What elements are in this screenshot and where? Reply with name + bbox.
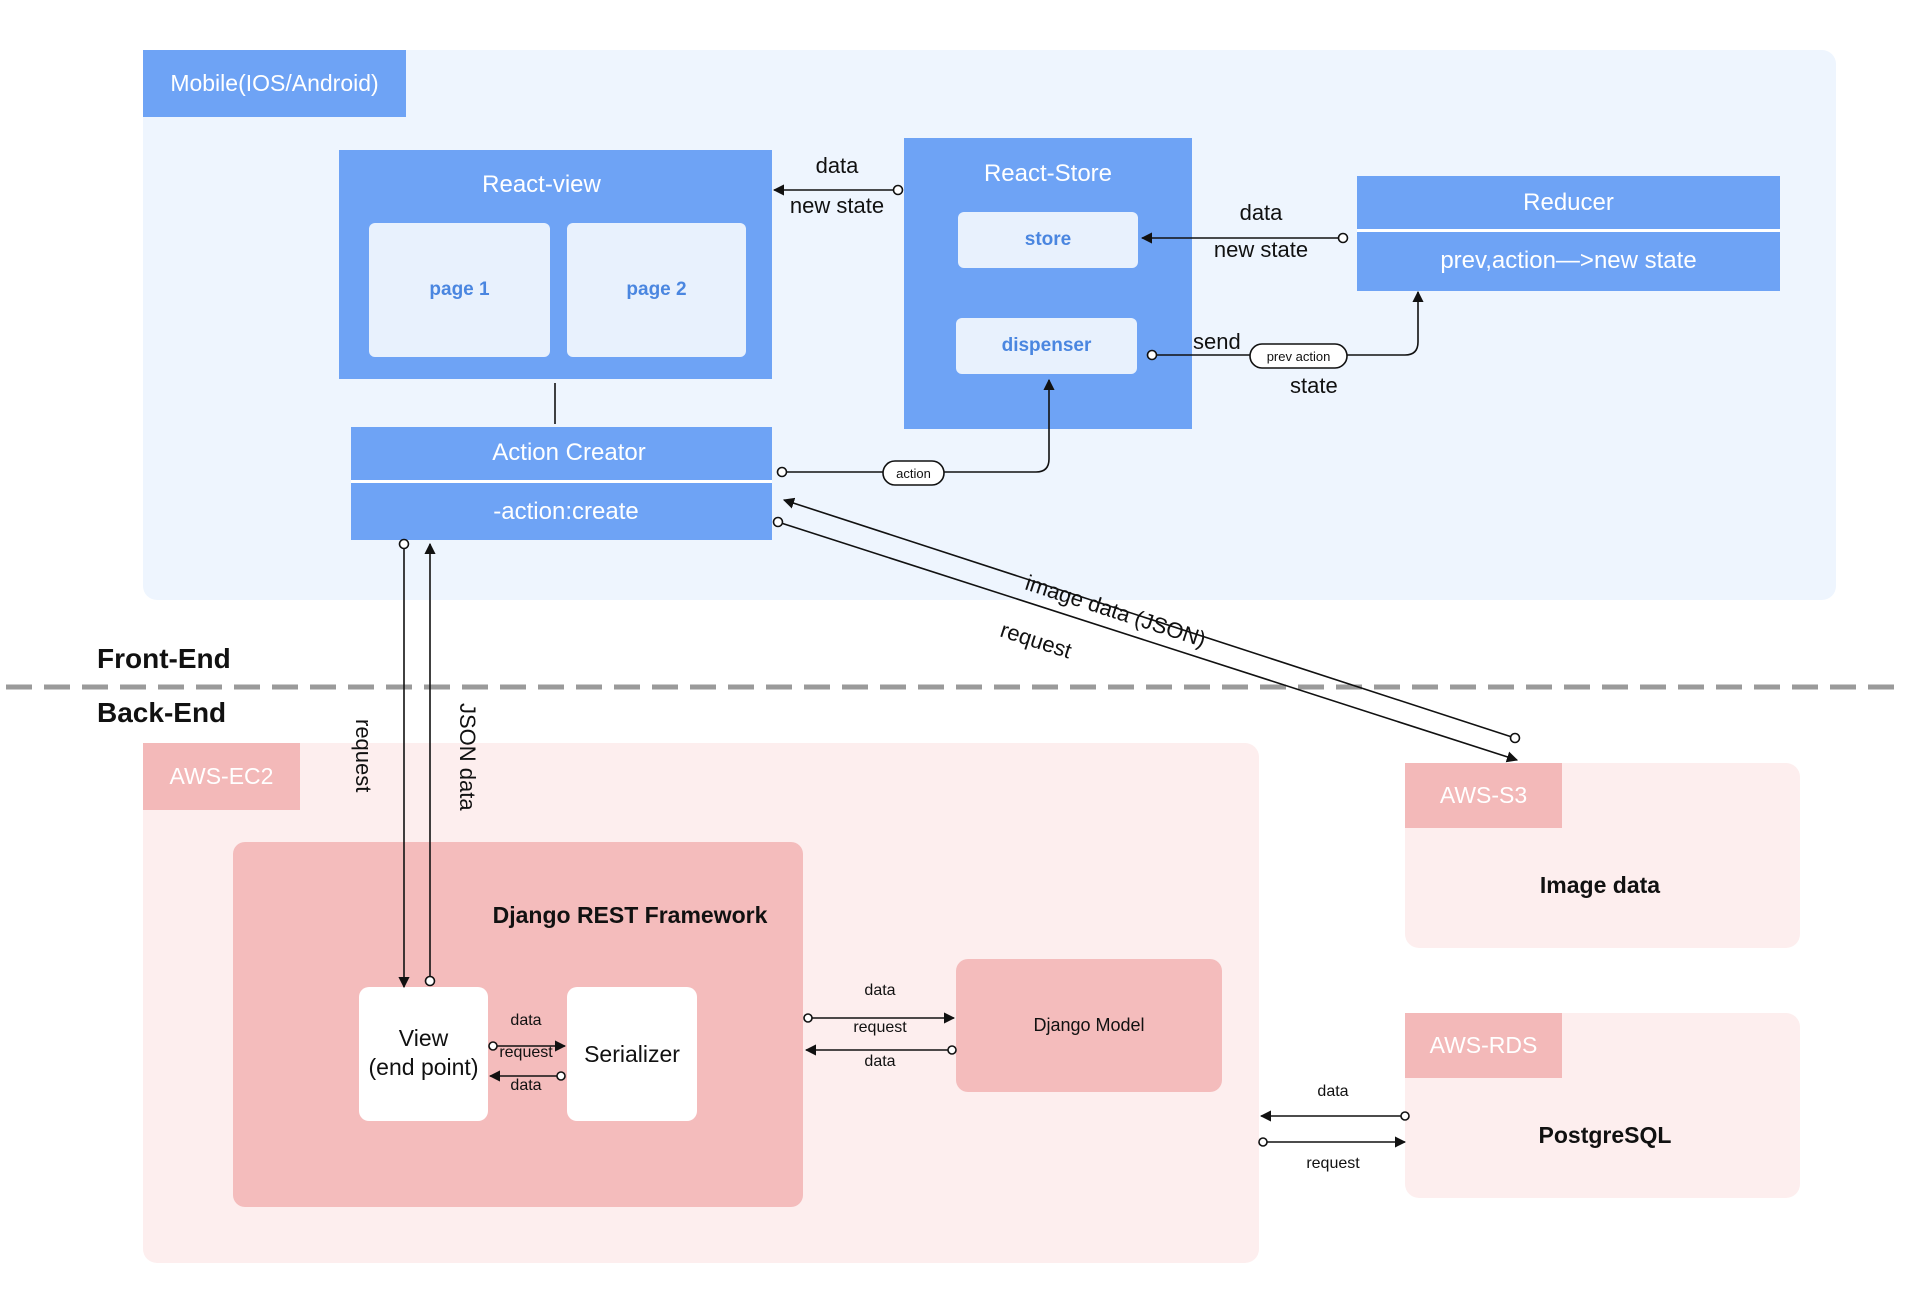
aws-ec2-tag: AWS-EC2 xyxy=(143,743,300,810)
action-creator-box xyxy=(351,427,772,540)
reducer-store-data-label: data xyxy=(1239,200,1283,225)
action-creator-title: Action Creator xyxy=(492,439,646,466)
mobile-tag: Mobile(IOS/Android) xyxy=(143,50,406,117)
page-2-card: page 2 xyxy=(567,223,746,357)
view-ser-data1-label: data xyxy=(510,1012,542,1029)
s3-request-arrow xyxy=(777,521,1519,763)
page-1-card: page 1 xyxy=(369,223,550,357)
reducer-store-newstate-label: new state xyxy=(1213,237,1309,262)
reducer-box xyxy=(1357,176,1780,291)
action-creator-divider xyxy=(351,480,772,483)
view-line2: (end point) xyxy=(368,1054,479,1080)
view-line1: View xyxy=(398,1025,449,1051)
drf-model-data2-label: data xyxy=(864,1053,896,1070)
view-ser-request-label: request xyxy=(499,1044,553,1061)
store-view-data-label: data xyxy=(815,153,859,178)
drf-model-data1-label: data xyxy=(864,982,896,999)
prev-action-label: prev action xyxy=(1266,348,1331,364)
dispenser-to-reducer-arrow xyxy=(1152,290,1424,356)
state-label: state xyxy=(1290,373,1338,398)
view-ser-data2-label: data xyxy=(510,1077,542,1094)
front-end-label: Front-End xyxy=(97,643,231,674)
reducer-title: Reducer xyxy=(1523,189,1614,216)
drf-box xyxy=(233,842,803,1207)
store-card: store xyxy=(958,212,1138,268)
drf-title: Django REST Framework xyxy=(492,901,768,928)
rds-request-label: request xyxy=(1306,1155,1360,1172)
rds-postgresql-label: PostgreSQL xyxy=(1538,1121,1672,1148)
action-creator-body: -action:create xyxy=(493,498,639,525)
ec2-json-label: JSON data xyxy=(455,703,480,811)
action-label: action xyxy=(896,465,931,481)
serializer-box: Serializer xyxy=(567,987,697,1121)
view-endpoint-box xyxy=(359,987,488,1121)
s3-image-data-label: Image data xyxy=(1539,871,1661,898)
aws-rds-tag: AWS-RDS xyxy=(1405,1013,1562,1078)
react-view-title: React-view xyxy=(482,171,601,198)
prev-action-pill xyxy=(1249,343,1348,369)
aws-s3-tag: AWS-S3 xyxy=(1405,763,1562,828)
store-view-newstate-label: new state xyxy=(789,193,885,218)
s3-image-data-arrow xyxy=(782,497,1516,739)
drf-model-request-label: request xyxy=(853,1019,907,1036)
action-to-dispenser-arrow xyxy=(782,378,1055,473)
send-label: send xyxy=(1193,329,1241,354)
dispenser-card: dispenser xyxy=(956,318,1137,374)
rds-data-label: data xyxy=(1317,1083,1349,1100)
django-model-box: Django Model xyxy=(956,959,1222,1092)
action-pill xyxy=(882,460,945,486)
reducer-body: prev,action—>new state xyxy=(1440,247,1697,274)
reducer-divider xyxy=(1357,229,1780,232)
react-store-title: React-Store xyxy=(983,160,1113,187)
ec2-request-label: request xyxy=(351,719,376,793)
back-end-label: Back-End xyxy=(97,697,227,728)
